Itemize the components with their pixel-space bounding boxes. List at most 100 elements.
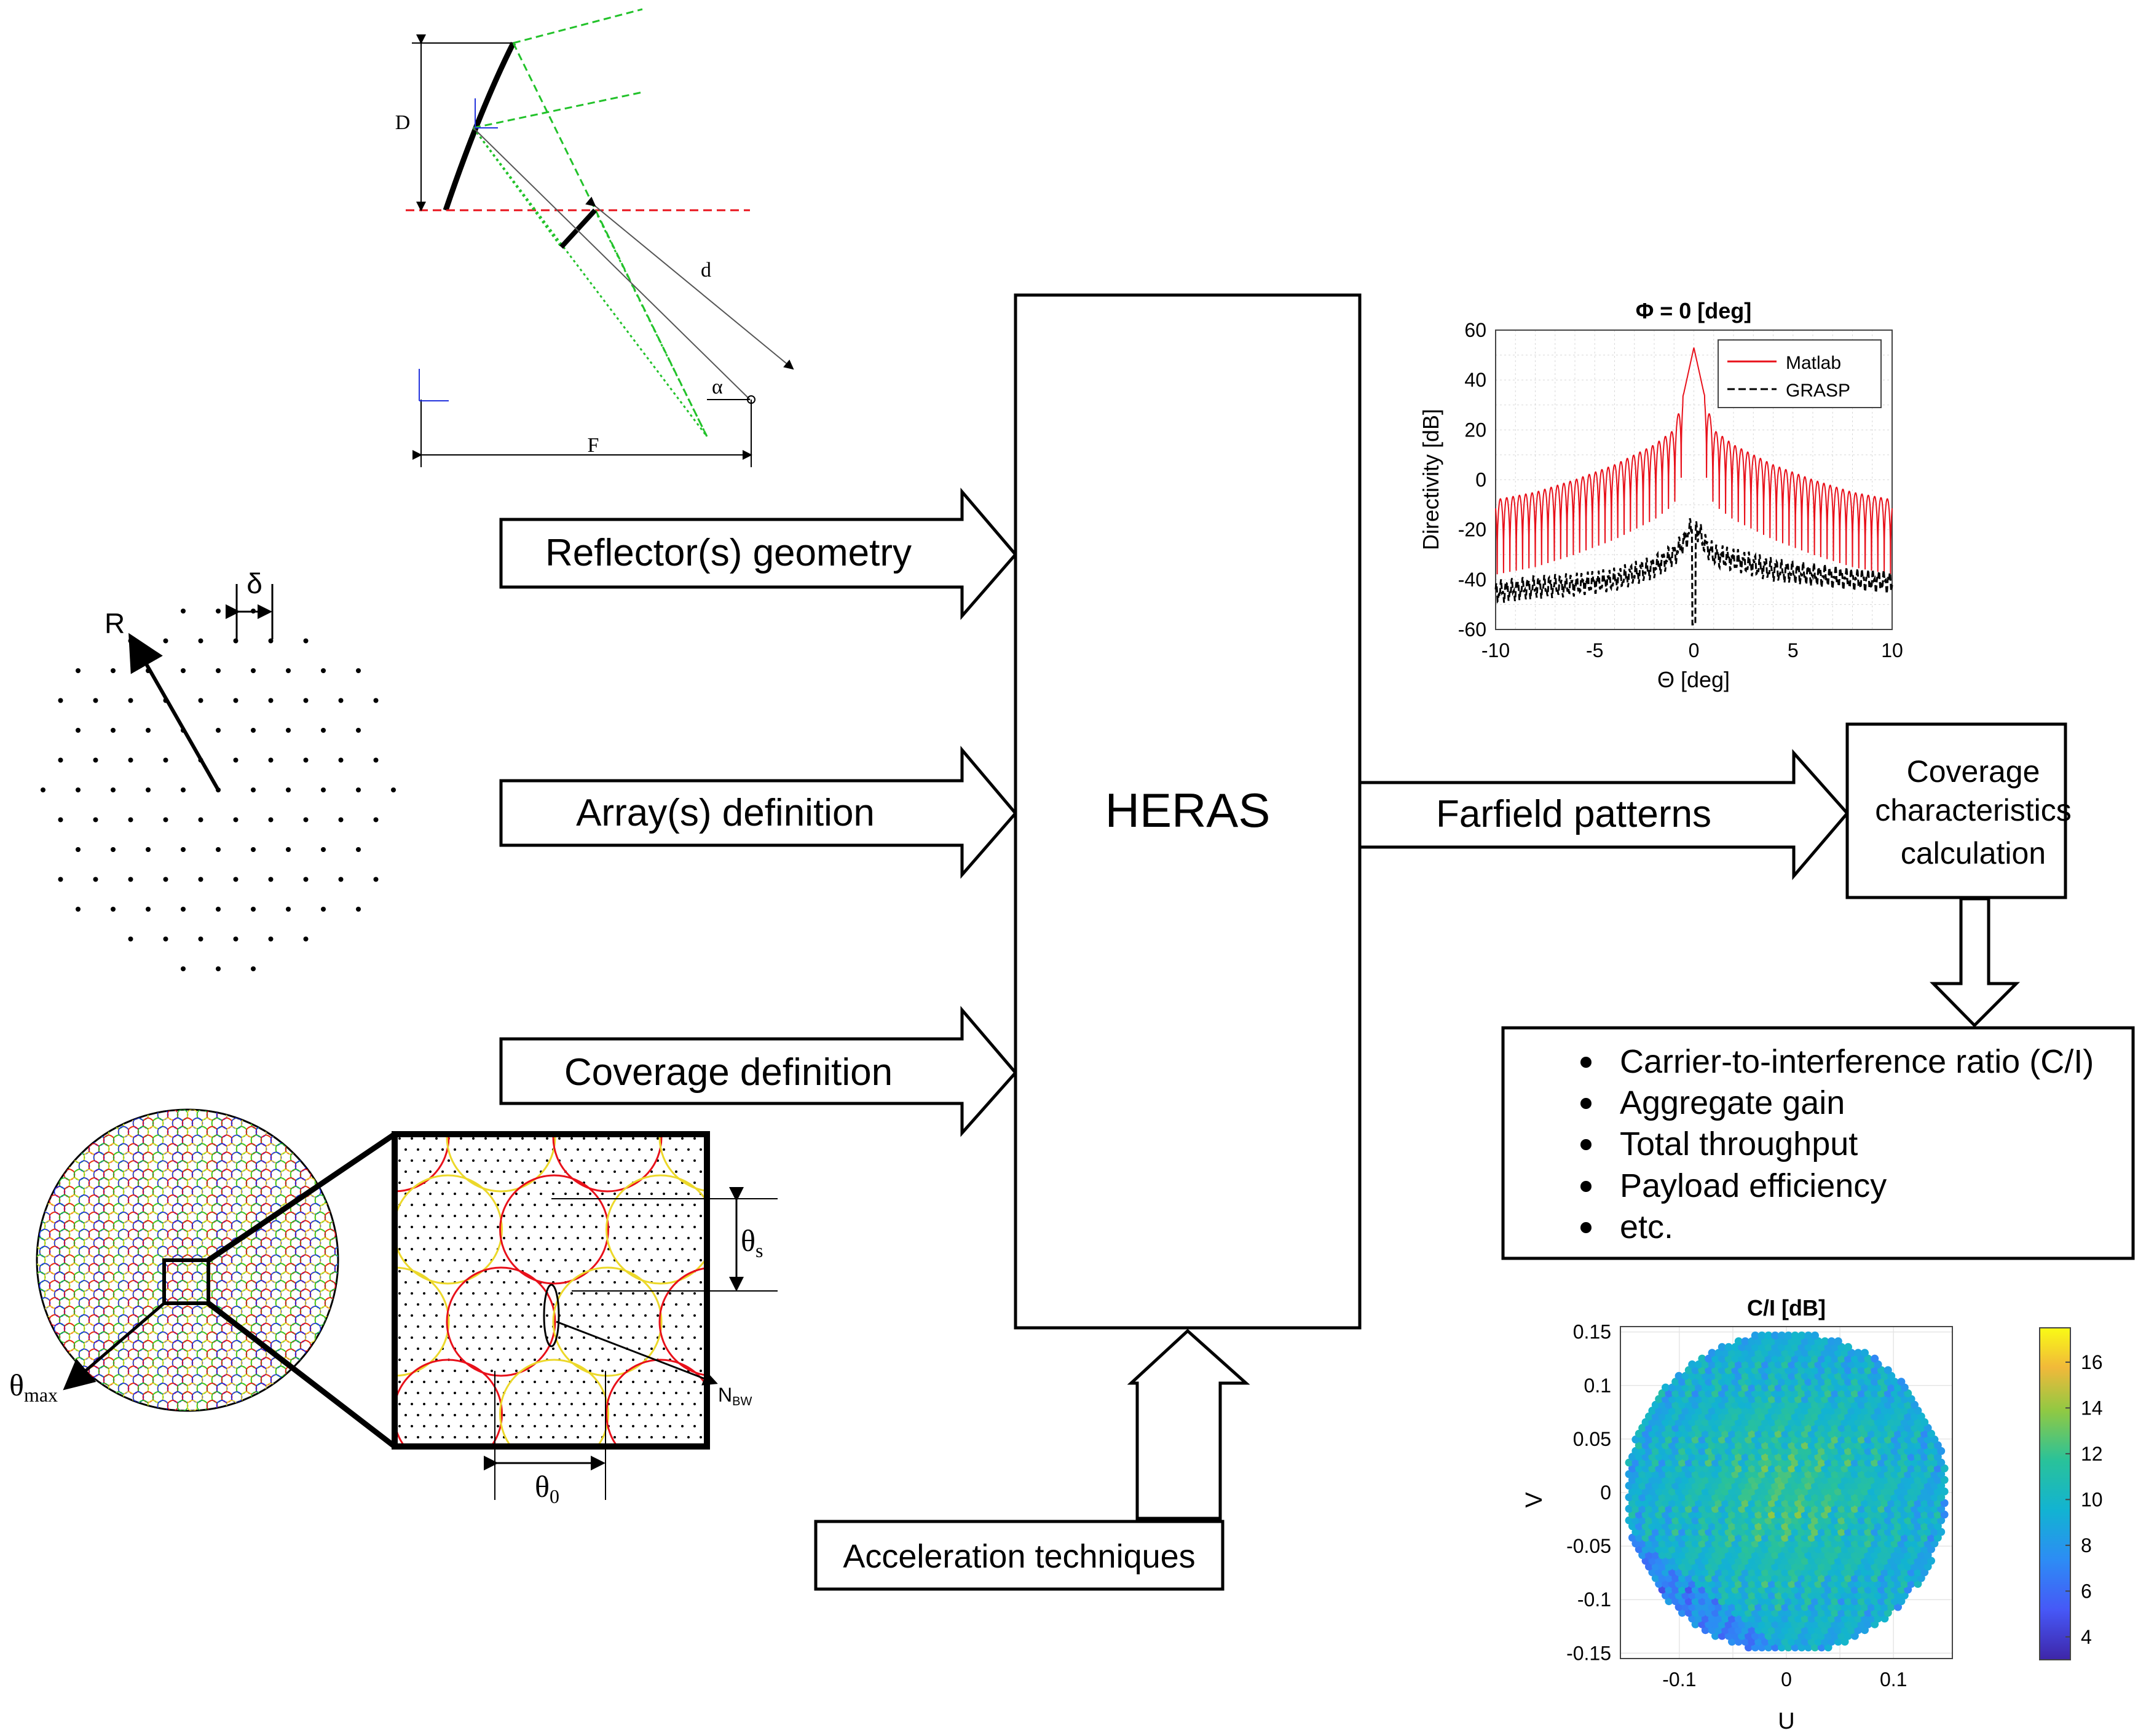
globe-beam bbox=[53, 1288, 66, 1300]
globe-beam bbox=[88, 1194, 100, 1206]
ci-cell bbox=[1691, 1470, 1700, 1478]
ci-cell bbox=[1638, 1504, 1647, 1513]
globe-beam bbox=[157, 1143, 169, 1155]
ci-cell bbox=[1831, 1551, 1839, 1560]
globe-beam bbox=[245, 1212, 258, 1223]
ci-cell bbox=[1897, 1493, 1906, 1502]
ci-cell bbox=[1887, 1556, 1896, 1565]
dir-ytick-label: -60 bbox=[1458, 618, 1486, 641]
ci-cell bbox=[1658, 1562, 1667, 1571]
ci-cell bbox=[1871, 1528, 1879, 1536]
globe-beam bbox=[73, 1323, 85, 1335]
globe-beam bbox=[211, 1203, 223, 1215]
zoom-element-dot bbox=[527, 1215, 530, 1217]
ci-cell bbox=[1631, 1446, 1640, 1455]
ci-cell bbox=[1834, 1556, 1842, 1565]
globe-beam bbox=[290, 1271, 302, 1284]
ci-cell bbox=[1850, 1562, 1859, 1571]
zoom-element-dot bbox=[435, 1159, 438, 1162]
globe-beam bbox=[245, 1143, 258, 1155]
ci-cell bbox=[1701, 1522, 1710, 1531]
ci-cell bbox=[1705, 1400, 1713, 1409]
zoom-element-dot bbox=[417, 1148, 419, 1151]
ci-cell bbox=[1861, 1626, 1869, 1635]
array-element-dot bbox=[111, 668, 116, 673]
ci-cell bbox=[1791, 1354, 1799, 1363]
ci-cell bbox=[1658, 1458, 1667, 1467]
ci-cell bbox=[1774, 1453, 1783, 1461]
globe-beam bbox=[39, 1263, 51, 1275]
ci-cell bbox=[1801, 1337, 1809, 1346]
ci-cell bbox=[1708, 1371, 1716, 1380]
ci-cell bbox=[1850, 1585, 1859, 1594]
globe-beam bbox=[172, 1186, 184, 1197]
ci-cell bbox=[1821, 1591, 1829, 1600]
zoom-element-dot bbox=[675, 1193, 677, 1195]
ci-cell bbox=[1861, 1395, 1869, 1403]
globe-beam bbox=[83, 1306, 95, 1317]
ci-cell bbox=[1728, 1614, 1736, 1623]
ci-cell bbox=[1781, 1429, 1789, 1438]
ci-cell bbox=[1814, 1337, 1823, 1346]
globe-beam bbox=[78, 1263, 90, 1275]
zoom-element-dot bbox=[632, 1381, 634, 1383]
ci-cell bbox=[1665, 1412, 1673, 1421]
ci-cell bbox=[1923, 1562, 1932, 1571]
zoom-element-dot bbox=[398, 1226, 401, 1228]
zoom-element-dot bbox=[460, 1226, 462, 1228]
ci-cell bbox=[1695, 1429, 1703, 1438]
ci-cell bbox=[1880, 1603, 1889, 1611]
ci-cell bbox=[1837, 1528, 1846, 1536]
ci-cell bbox=[1794, 1603, 1802, 1611]
globe-beam bbox=[49, 1280, 61, 1292]
globe-beam bbox=[304, 1228, 317, 1241]
ci-cell bbox=[1708, 1499, 1716, 1507]
globe-beam bbox=[275, 1297, 287, 1309]
ci-cell bbox=[1731, 1366, 1740, 1375]
globe-beam bbox=[176, 1348, 189, 1360]
ci-cell bbox=[1894, 1580, 1902, 1588]
zoom-element-dot bbox=[589, 1370, 591, 1372]
globe-beam bbox=[275, 1194, 287, 1206]
ci-cell bbox=[1887, 1464, 1896, 1473]
ci-cell bbox=[1880, 1556, 1889, 1565]
array-element-dot bbox=[268, 877, 274, 882]
globe-beam bbox=[122, 1357, 135, 1369]
globe-beam bbox=[245, 1280, 258, 1292]
dir-ytick-label: 20 bbox=[1464, 419, 1486, 441]
ci-cell bbox=[1714, 1349, 1723, 1357]
ci-cell bbox=[1757, 1412, 1766, 1421]
ci-cell bbox=[1724, 1435, 1733, 1444]
globe-beam bbox=[299, 1220, 312, 1232]
globe-beam bbox=[285, 1297, 297, 1309]
ci-cell bbox=[1638, 1446, 1647, 1455]
ci-cell bbox=[1840, 1487, 1849, 1496]
zoom-element-dot bbox=[515, 1237, 518, 1239]
ci-cell bbox=[1648, 1464, 1657, 1473]
ci-cell bbox=[1914, 1510, 1922, 1519]
ci-cell bbox=[1874, 1603, 1882, 1611]
zoom-element-dot bbox=[515, 1436, 518, 1438]
globe-beam bbox=[83, 1220, 95, 1232]
ci-cell bbox=[1923, 1482, 1932, 1490]
zoom-element-dot bbox=[534, 1248, 536, 1250]
globe-beam bbox=[142, 1134, 154, 1146]
zoom-element-dot bbox=[564, 1370, 567, 1372]
globe-beam bbox=[83, 1323, 95, 1335]
ci-cell bbox=[1767, 1614, 1776, 1623]
ci-cell bbox=[1890, 1482, 1899, 1490]
globe-beam bbox=[196, 1314, 208, 1326]
globe-beam bbox=[226, 1331, 238, 1343]
globe-beam bbox=[206, 1400, 218, 1411]
globe-beam bbox=[103, 1169, 115, 1181]
ci-cell bbox=[1734, 1580, 1743, 1588]
ci-cell bbox=[1781, 1349, 1789, 1357]
globe-beam bbox=[255, 1314, 267, 1326]
globe-beam bbox=[127, 1143, 140, 1155]
ci-cell bbox=[1734, 1395, 1743, 1403]
zoom-element-dot bbox=[595, 1182, 598, 1184]
ci-cell bbox=[1748, 1464, 1756, 1473]
zoom-element-dot bbox=[638, 1347, 641, 1350]
globe-beam bbox=[58, 1263, 71, 1275]
ci-cell bbox=[1655, 1499, 1663, 1507]
